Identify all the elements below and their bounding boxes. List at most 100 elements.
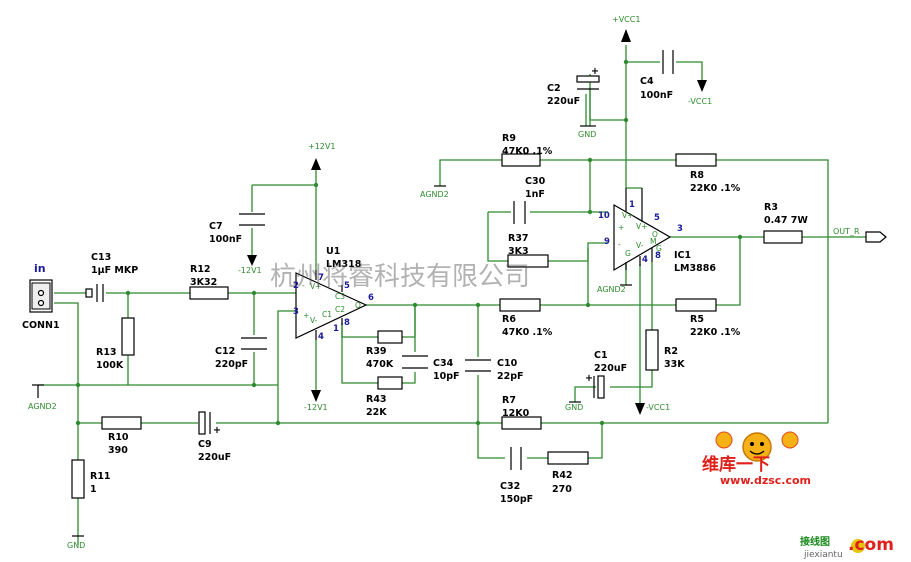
c12-value: 220pF <box>215 359 248 370</box>
c34-ref: C34 <box>433 358 454 369</box>
resistor-r42 <box>547 451 589 465</box>
net-vcc1-neg-c4: -VCC1 <box>688 97 712 106</box>
net-vcc1-neg-ic: -VCC1 <box>646 403 670 412</box>
ground-symbols <box>32 125 632 537</box>
r11-ref: R11 <box>90 471 111 482</box>
capacitor-c12 <box>241 337 267 350</box>
watermark-site-dotcom: .com <box>848 535 894 555</box>
r13-value: 100K <box>96 360 124 371</box>
c34-value: 10pF <box>433 371 460 382</box>
c9-ref: C9 <box>198 439 212 450</box>
resistor-r37 <box>507 254 549 268</box>
u1-plus: + <box>303 311 309 320</box>
ic1-pin-10: 10 <box>598 211 610 221</box>
r37-value: 3K3 <box>508 246 529 257</box>
u1-minus: - <box>302 281 305 290</box>
net-12v-neg-u1: -12V1 <box>304 403 328 412</box>
ic1-pin-1: 1 <box>629 200 635 210</box>
watermark-site-pinyin: jiexiantu <box>803 550 843 560</box>
c7-ref: C7 <box>209 221 223 232</box>
c1-value: 220uF <box>594 363 627 374</box>
ic1-value: LM3886 <box>674 263 716 274</box>
u1-pin-2: 2 <box>293 281 299 291</box>
capacitor-c30 <box>513 201 526 224</box>
net-vcc1-top: +VCC1 <box>612 15 640 24</box>
capacitor-c7 <box>239 213 265 226</box>
resistor-r5 <box>675 298 717 312</box>
c32-value: 150pF <box>500 494 533 505</box>
r43-value: 22K <box>366 407 387 418</box>
c4-value: 100nF <box>640 90 673 101</box>
r8-value: 22K0 .1% <box>690 183 741 194</box>
ic1-pin-labels: 1 10 9 5 3 4 8 V+ V+ + - O M V- G G <box>598 200 683 265</box>
r9-value: 47K0 .1% <box>502 146 553 157</box>
resistor-r2 <box>645 329 659 371</box>
net-out: OUT_R <box>833 227 860 236</box>
r6-value: 47K0 .1% <box>502 327 553 338</box>
ic1-plus: + <box>618 223 624 232</box>
capacitor-c10 <box>465 359 491 372</box>
watermarks: 杭州将睿科技有限公司 维库一下 www.dzsc.com 接线图 .com ji… <box>270 262 894 560</box>
r39-ref: R39 <box>366 346 387 357</box>
resistor-r12 <box>189 286 229 300</box>
r12-value: 3K32 <box>190 277 217 288</box>
connector-conn1 <box>29 279 53 313</box>
ic1-pin-3: 3 <box>677 224 683 234</box>
watermark-brand-cn: 维库一下 <box>702 454 770 475</box>
c4-ref: C4 <box>640 76 654 87</box>
capacitor-c13 <box>85 284 104 302</box>
capacitor-c9: + <box>198 411 221 436</box>
net-gnd-c2: GND <box>578 130 596 139</box>
u1-pin-5: 5 <box>344 281 350 291</box>
r5-value: 22K0 .1% <box>690 327 741 338</box>
power-arrows <box>247 29 707 415</box>
net-agnd2-r9: AGND2 <box>420 190 449 199</box>
c10-ref: C10 <box>497 358 518 369</box>
r3-value: 0.47 7W <box>764 215 808 226</box>
component-labels: in CONN1 C13 1μF MKP R12 3K32 R13 100K C… <box>22 76 808 505</box>
u1-vneg: V- <box>310 316 318 325</box>
capacitor-c2: + <box>576 66 600 90</box>
c1-ref: C1 <box>594 350 608 361</box>
capacitor-c4 <box>662 50 674 74</box>
ic1-pin-8: 8 <box>655 251 661 261</box>
ic1-minus: - <box>618 240 621 249</box>
r9-ref: R9 <box>502 133 516 144</box>
u1-pin-6: 6 <box>368 293 374 303</box>
r12-ref: R12 <box>190 264 211 275</box>
ic1-o: O <box>652 230 658 239</box>
u1-pin-labels: 2 3 7 4 5 6 8 1 - V+ C3 + V- C1 C2 O <box>293 273 374 342</box>
r39-value: 470K <box>366 359 394 370</box>
r2-ref: R2 <box>664 346 678 357</box>
resistor-r8 <box>675 153 717 167</box>
r7-ref: R7 <box>502 395 516 406</box>
u1-pin-4: 4 <box>318 332 324 342</box>
r13-ref: R13 <box>96 347 117 358</box>
resistor-r3 <box>763 230 803 244</box>
watermark-company: 杭州将睿科技有限公司 <box>270 262 530 292</box>
u1-pin-7: 7 <box>318 273 324 283</box>
resistor-r11 <box>71 459 85 499</box>
watermark-site-cn: 接线图 <box>800 535 830 548</box>
c13-ref: C13 <box>91 252 111 263</box>
c10-value: 22pF <box>497 371 524 382</box>
ic1-g: G <box>625 249 631 258</box>
u1-pin-3: 3 <box>293 307 299 317</box>
brand-logo <box>715 431 799 462</box>
ic1-vpos2: V+ <box>636 222 647 231</box>
resistor-r43 <box>377 376 403 390</box>
c30-value: 1nF <box>525 189 545 200</box>
c9-polarity: + <box>213 425 221 436</box>
resistor-r9 <box>501 153 541 167</box>
r3-ref: R3 <box>764 202 778 213</box>
opamp-u1 <box>295 270 368 340</box>
u1-ref: U1 <box>326 246 340 257</box>
capacitor-c32 <box>510 447 522 470</box>
c2-ref: C2 <box>547 83 561 94</box>
u1-pin-1: 1 <box>333 324 339 334</box>
r8-ref: R8 <box>690 170 704 181</box>
ic1-pin-4: 4 <box>642 255 648 265</box>
ic1-vpos: V+ <box>622 211 633 220</box>
